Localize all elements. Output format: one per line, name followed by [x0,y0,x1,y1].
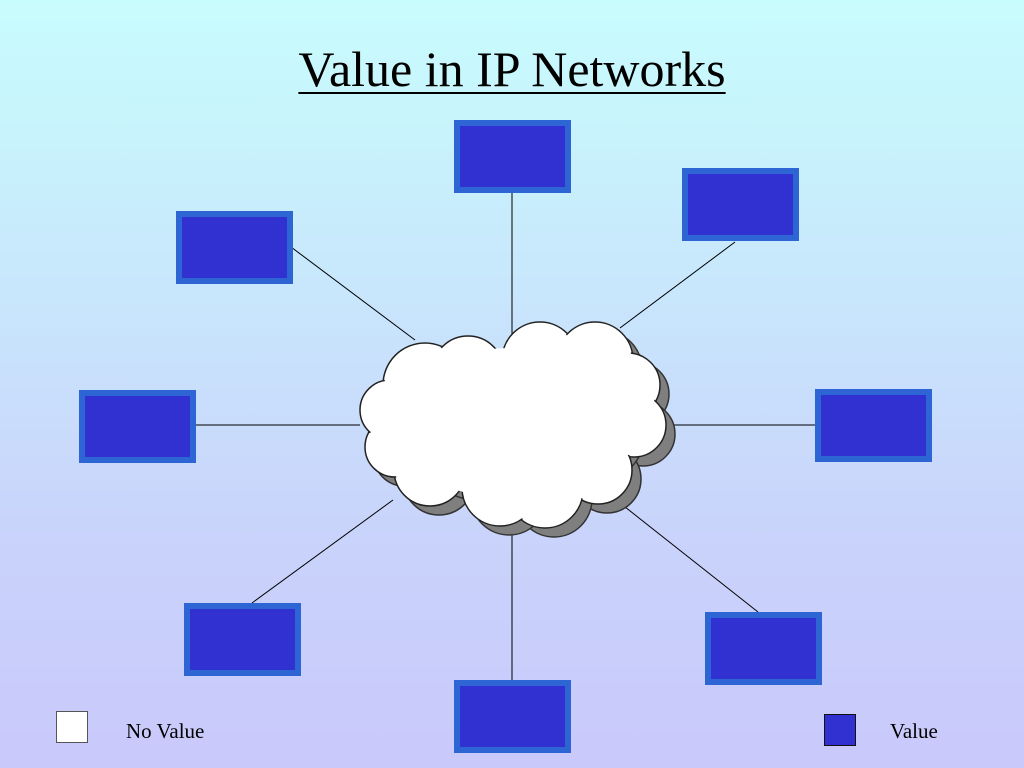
legend-value-swatch [824,714,856,746]
page-title: Value in IP Networks [298,41,726,97]
links [196,193,817,680]
link-upper-right [619,241,736,329]
legend-no-value-label: No Value [126,719,205,743]
network-node-right [815,389,932,462]
network-node-lower-left [184,603,301,676]
network-node-upper-right [682,168,799,241]
network-node-bottom [454,680,571,753]
link-upper-left [290,246,416,341]
legend-no-value-swatch [56,711,88,743]
network-node-top [454,120,571,193]
legend-value-label: Value [890,719,938,743]
network-node-left [79,390,196,463]
link-lower-right [619,502,759,613]
link-lower-left [251,499,394,604]
network-node-lower-right [705,612,822,685]
network-node-upper-left [176,211,293,284]
nodes [79,120,932,753]
network-cloud [359,321,676,538]
